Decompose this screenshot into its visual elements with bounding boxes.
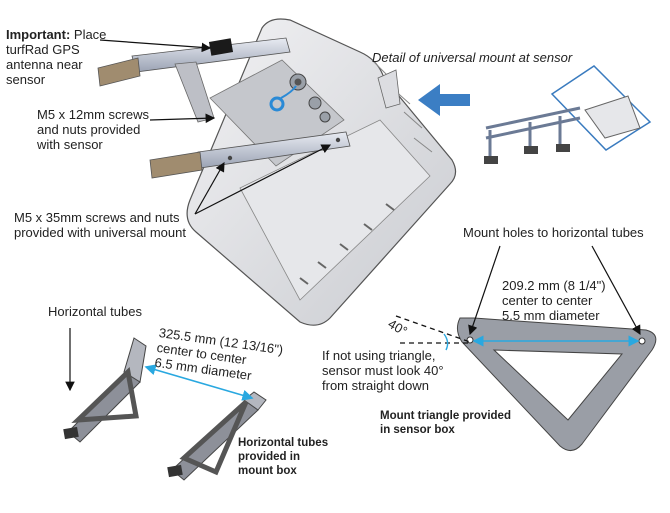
angle-arc (443, 333, 449, 351)
mount-hole-arrow-left (468, 245, 501, 336)
gps-antenna (208, 38, 234, 56)
triangle-note: If not using triangle, sensor must look … (322, 348, 444, 393)
important-lines: turfRad GPS antenna near sensor (6, 42, 83, 87)
detail-caption: Detail of universal mount at sensor (372, 50, 573, 65)
m5-12mm-callout: M5 x 12mm screws and nuts provided with … (37, 107, 149, 152)
tubes-provided-label: Horizontal tubes provided in mount box (238, 437, 329, 477)
m5-35-arrow-2 (194, 144, 332, 215)
detail-thumbnail (484, 65, 652, 164)
dim-325-line (144, 364, 254, 401)
gps-callout-arrow (99, 39, 212, 53)
mount-hole-arrow-right (591, 245, 641, 336)
lower-tube (149, 131, 351, 179)
upper-tube (97, 37, 291, 123)
angle-dashed-line-1 (395, 315, 471, 343)
horizontal-tubes-label: Horizontal tubes (48, 304, 142, 319)
sensor-body (186, 18, 457, 326)
triangle-provided-label: Mount triangle provided in sensor box (380, 410, 511, 436)
important-label: Important: (6, 27, 71, 42)
mount-holes-label: Mount holes to horizontal tubes (463, 225, 644, 240)
dim-209-label: 209.2 mm (8 1/4") center to center 5.5 m… (502, 278, 606, 323)
mount-triangle (456, 317, 657, 451)
detail-arrow (418, 84, 470, 116)
m5-12-callout-arrow (149, 113, 216, 124)
m5-35mm-callout: M5 x 35mm screws and nuts provided with … (14, 210, 186, 240)
important-rest: Place (70, 27, 107, 42)
m5-35-arrow-1 (194, 161, 225, 215)
horizontal-tube-left (63, 337, 147, 443)
